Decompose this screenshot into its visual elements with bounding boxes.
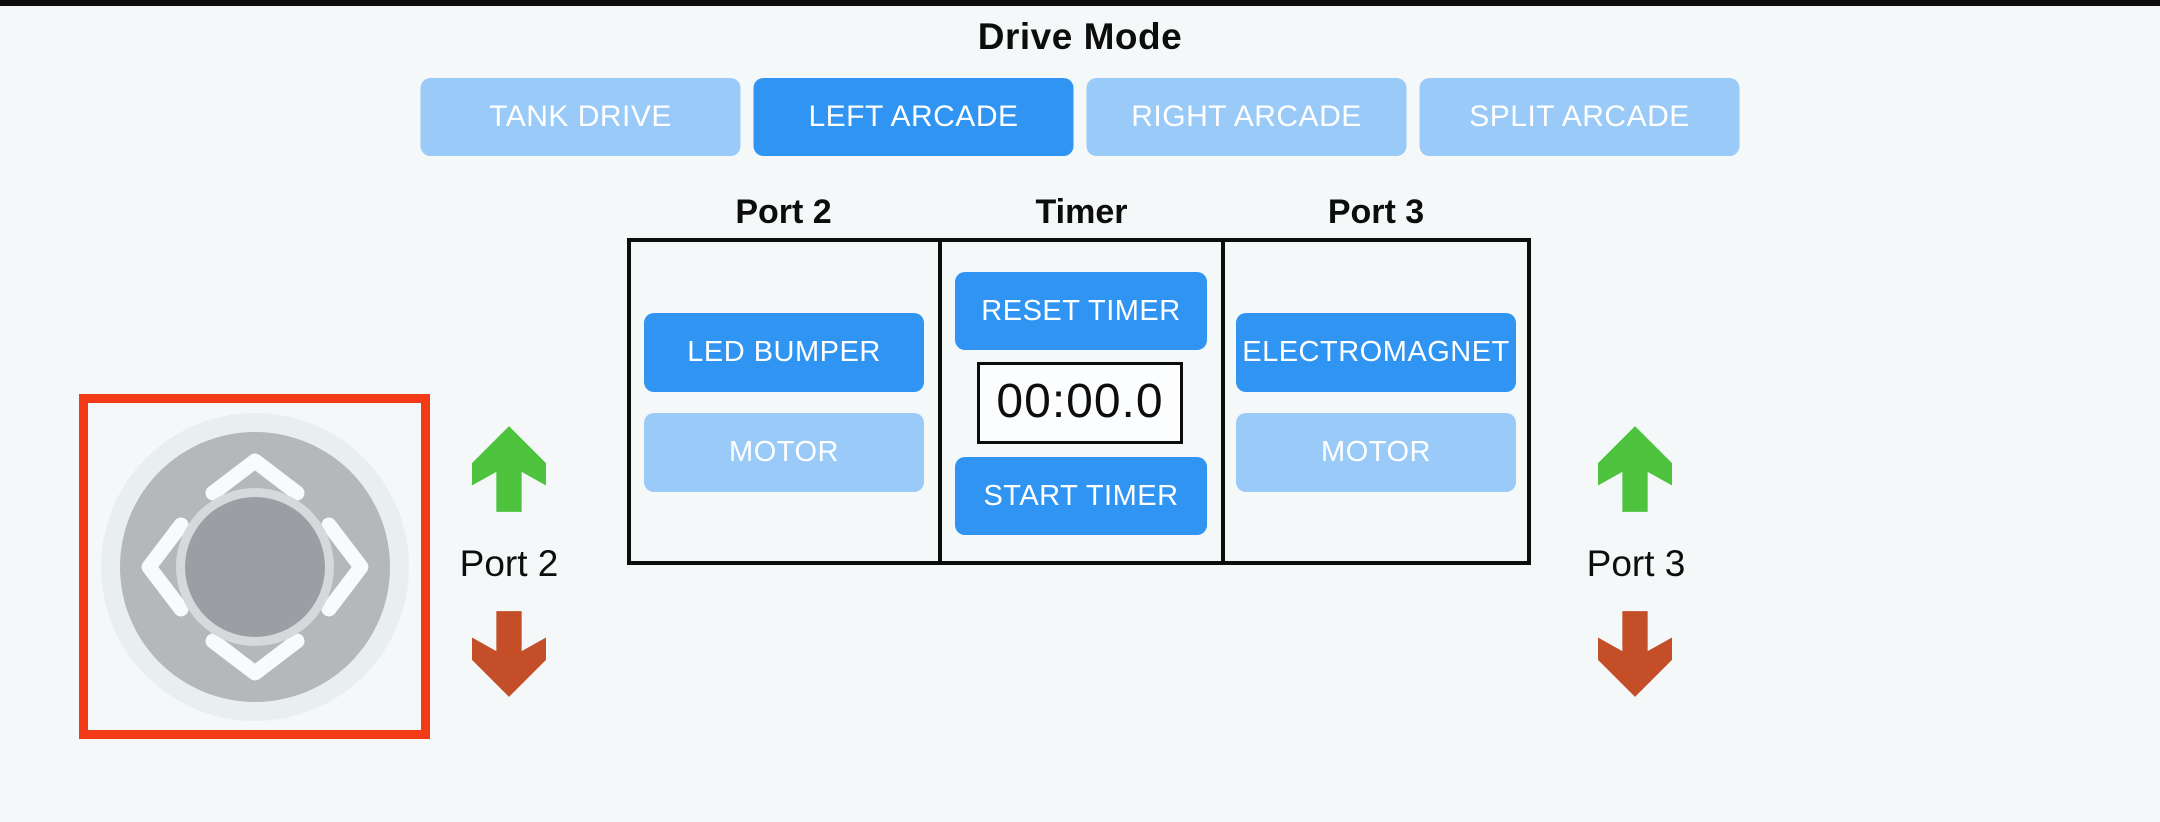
timer-display: 00:00.0: [977, 362, 1183, 444]
timer-column-header: Timer: [1035, 193, 1128, 231]
joystick-knob[interactable]: [184, 496, 325, 637]
tank-drive-button[interactable]: TANK DRIVE: [420, 78, 741, 156]
port3-down-arrow-icon: [1598, 611, 1672, 697]
reset-timer-button[interactable]: RESET TIMER: [955, 272, 1207, 350]
led-bumper-button[interactable]: LED BUMPER: [644, 313, 924, 392]
port2-joystick-label: Port 2: [459, 543, 559, 584]
port2-down-arrow-icon: [472, 611, 546, 697]
port2-motor-button[interactable]: MOTOR: [644, 413, 924, 492]
port3-up-arrow-icon: [1598, 426, 1672, 512]
joystick-right-chevron-icon: [321, 517, 368, 616]
joystick-touch-zone[interactable]: [79, 394, 430, 739]
port3-joystick-label: Port 3: [1586, 543, 1686, 584]
right-arcade-button[interactable]: RIGHT ARCADE: [1086, 78, 1407, 156]
left-arcade-button[interactable]: LEFT ARCADE: [753, 78, 1074, 156]
joystick-left-chevron-icon: [141, 517, 188, 616]
port2-up-arrow-icon: [472, 426, 546, 512]
electromagnet-button[interactable]: ELECTROMAGNET: [1236, 313, 1516, 392]
drive-mode-title: Drive Mode: [977, 16, 1183, 57]
port3-column-header: Port 3: [1327, 193, 1425, 231]
joystick-icon[interactable]: [95, 407, 415, 727]
joystick-down-chevron-icon: [205, 633, 304, 680]
port2-cell: LED BUMPER MOTOR: [631, 242, 942, 561]
port3-cell: ELECTROMAGNET MOTOR: [1225, 242, 1527, 561]
port3-motor-button[interactable]: MOTOR: [1236, 413, 1516, 492]
joystick-up-chevron-icon: [205, 453, 304, 500]
split-arcade-button[interactable]: SPLIT ARCADE: [1419, 78, 1740, 156]
start-timer-button[interactable]: START TIMER: [955, 457, 1207, 535]
timer-cell: RESET TIMER 00:00.0 START TIMER: [942, 242, 1225, 561]
control-panel: LED BUMPER MOTOR RESET TIMER 00:00.0 STA…: [627, 238, 1531, 565]
port2-column-header: Port 2: [735, 193, 832, 231]
top-border-line: [0, 0, 2160, 6]
drive-mode-button-group: TANK DRIVE LEFT ARCADE RIGHT ARCADE SPLI…: [420, 78, 1740, 156]
